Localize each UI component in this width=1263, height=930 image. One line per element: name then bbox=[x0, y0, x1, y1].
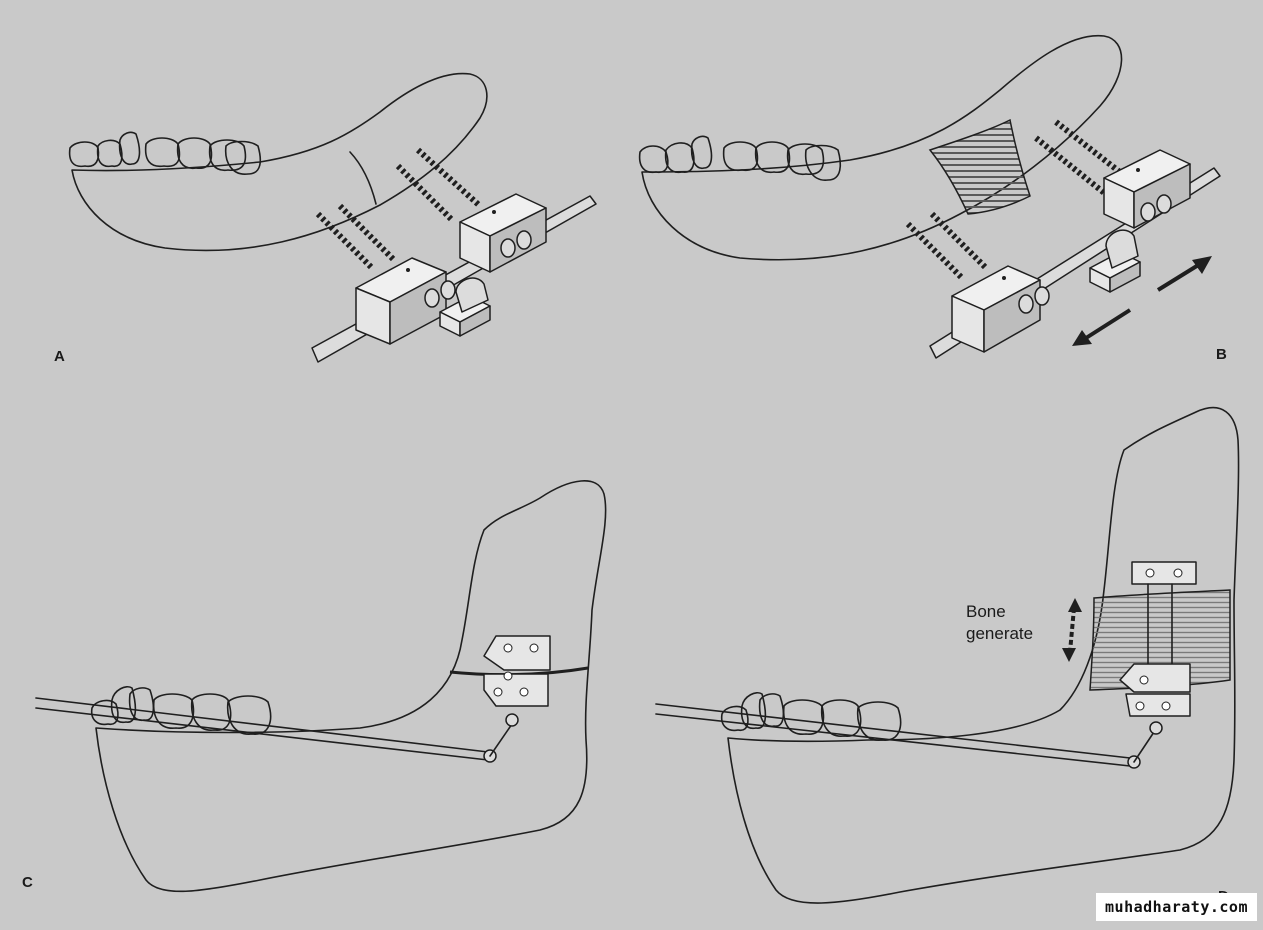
panel-a-teeth bbox=[68, 131, 262, 175]
panel-a-hinge bbox=[439, 277, 491, 337]
panel-b-mandible bbox=[641, 34, 1123, 261]
panel-d-distractor bbox=[1119, 561, 1197, 717]
panel-c-arch-bar bbox=[35, 697, 489, 753]
panel-b-block-lower bbox=[951, 265, 1041, 353]
panel-label-b: B bbox=[1216, 346, 1227, 363]
panel-a-osteotomy-line bbox=[349, 151, 377, 205]
panel-a-knobs bbox=[424, 230, 532, 308]
bone-generate-line2: generate bbox=[966, 624, 1034, 643]
panel-c-teeth bbox=[90, 685, 272, 735]
panel-d-drawing bbox=[655, 406, 1240, 904]
panel-c-distractor bbox=[483, 635, 551, 707]
panel-b-bone-generate bbox=[928, 118, 1031, 215]
panel-d-linkage bbox=[1127, 721, 1163, 769]
panel-c-mandible bbox=[95, 480, 607, 893]
panel-d-teeth bbox=[720, 691, 902, 741]
panel-b-teeth bbox=[638, 135, 842, 181]
panel-c-drawing bbox=[35, 480, 607, 893]
panel-label-c: C bbox=[22, 874, 33, 891]
panel-b-drawing bbox=[638, 34, 1221, 359]
panel-d-arch-bar bbox=[655, 703, 1131, 759]
panel-b-knobs bbox=[1018, 194, 1172, 314]
panel-c-arch-bar-lower bbox=[35, 707, 489, 761]
watermark-logo: muhadharaty.com bbox=[1096, 893, 1257, 921]
double-arrow-horizontal-icon bbox=[1072, 256, 1212, 346]
panel-a-drawing bbox=[68, 72, 597, 363]
panel-d-arch-bar-lower bbox=[655, 713, 1131, 767]
panel-d-mandible bbox=[727, 406, 1240, 904]
bone-generate-line1: Bone bbox=[966, 602, 1006, 621]
panel-c-linkage bbox=[483, 713, 519, 763]
bone-generate-annotation: Bone generate bbox=[966, 601, 1033, 645]
panel-b-hinge bbox=[1089, 229, 1141, 293]
panel-label-a: A bbox=[54, 348, 65, 365]
double-arrow-vertical-icon bbox=[1062, 598, 1082, 662]
panel-a-pins bbox=[315, 147, 483, 271]
panel-a-mandible bbox=[71, 72, 488, 252]
panel-a-block-upper bbox=[459, 193, 547, 273]
